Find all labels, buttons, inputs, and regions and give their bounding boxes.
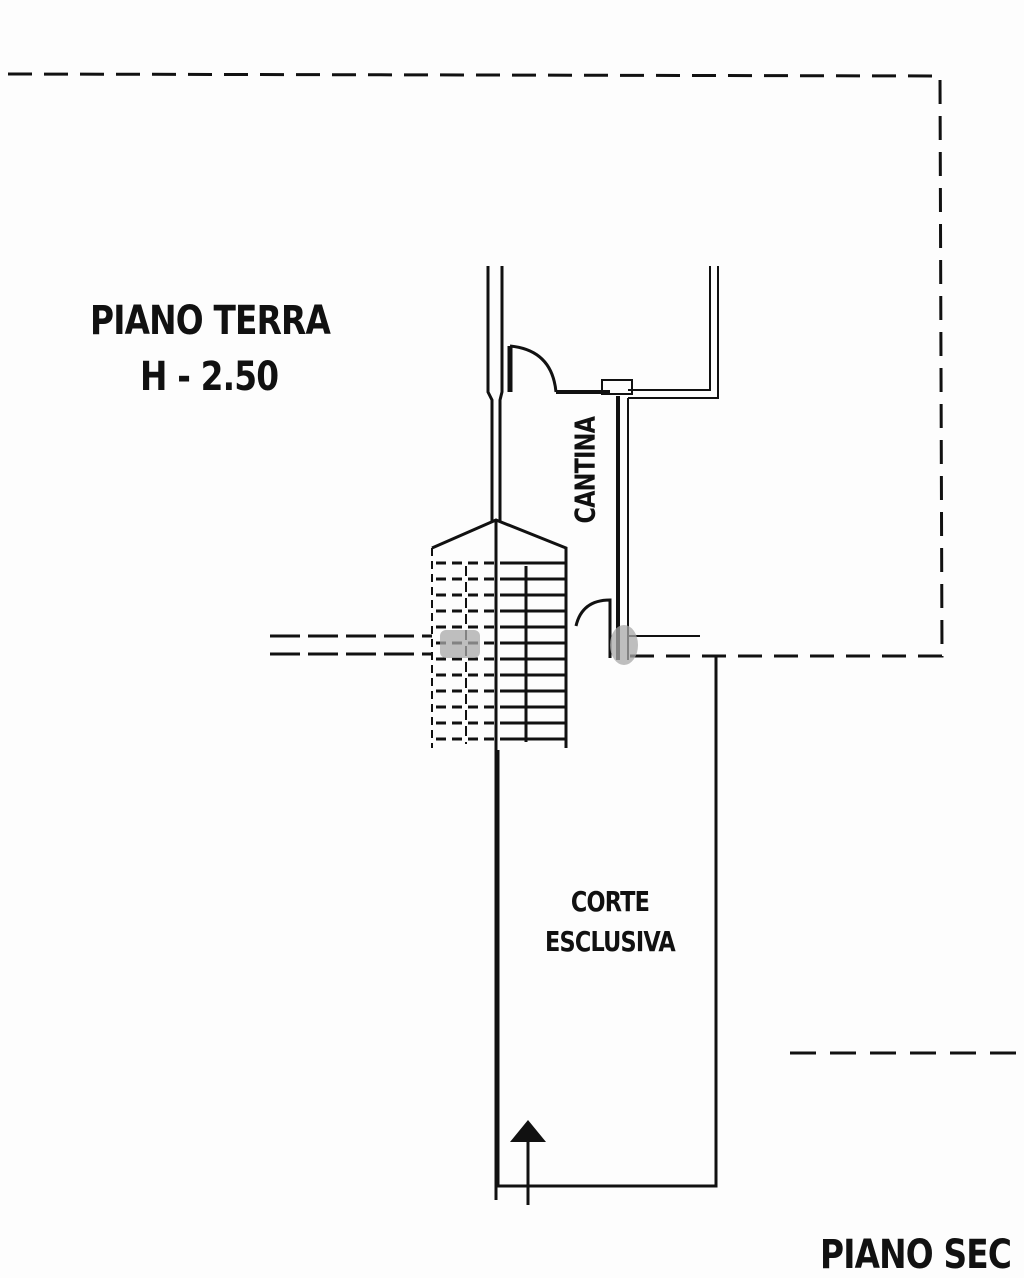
wall-right-upper bbox=[628, 266, 711, 391]
door-cantina-bottom bbox=[574, 598, 612, 658]
building-outline-dashed bbox=[7, 72, 944, 658]
wall-left bbox=[486, 266, 494, 522]
room-label-line2: ESCLUSIVA bbox=[545, 925, 676, 958]
room-label-line1: CORTE bbox=[570, 885, 650, 918]
floor-height: H - 2.50 bbox=[140, 354, 279, 400]
room-label-cantina: CANTINA bbox=[568, 416, 602, 524]
entrance-arrow-head bbox=[510, 1120, 546, 1142]
room-label-corte-esclusiva: CORTE ESCLUSIVA bbox=[538, 882, 682, 962]
door-cantina-top bbox=[509, 344, 558, 393]
courtyard-outline bbox=[496, 656, 718, 1188]
floor-title: PIANO TERRA bbox=[90, 298, 331, 344]
stairs-outline bbox=[431, 518, 568, 748]
next-floor-title: PIANO SEC bbox=[820, 1232, 1012, 1278]
